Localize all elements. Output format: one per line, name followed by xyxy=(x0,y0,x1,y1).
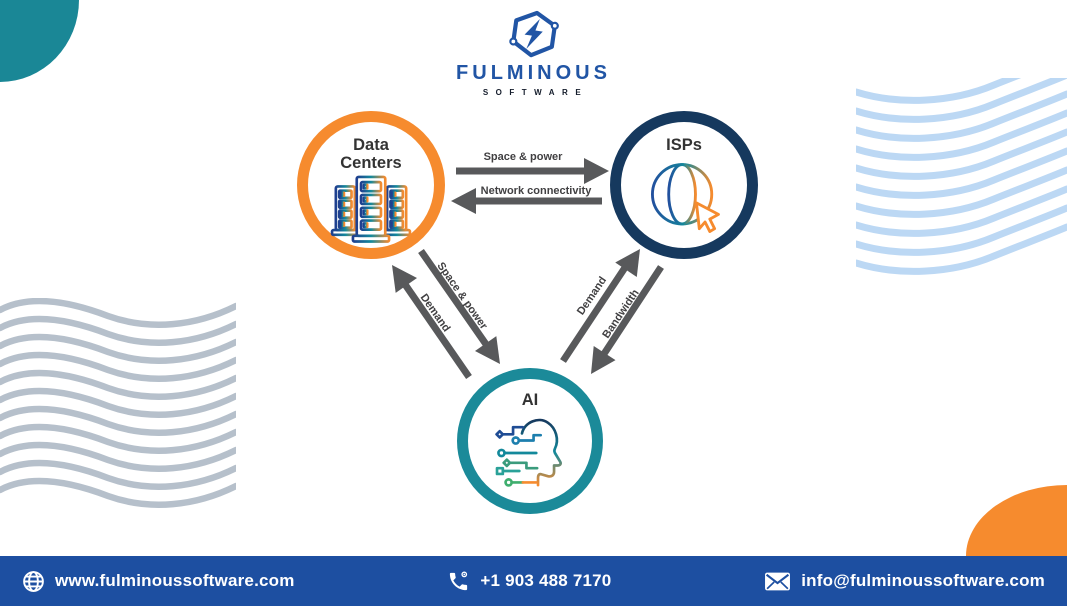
wave-pattern-right xyxy=(856,78,1067,275)
server-rack-icon xyxy=(330,175,412,243)
footer-website-text: www.fulminoussoftware.com xyxy=(55,571,295,590)
edge-label-space-power-diagonal: Space & power xyxy=(434,260,490,332)
phone-icon xyxy=(450,571,468,590)
brand-name: FULMINOUS xyxy=(456,62,611,84)
footer-phone-text: +1 903 488 7170 xyxy=(480,571,612,590)
footer-email-link[interactable]: info@fulminoussoftware.com xyxy=(764,571,1045,592)
node-isps-label: ISPs xyxy=(666,136,702,154)
envelope-icon xyxy=(765,572,791,590)
wave-pattern-left xyxy=(0,298,236,508)
brand-tagline: SOFTWARE xyxy=(482,88,589,97)
orange-corner-shape xyxy=(966,485,1067,556)
teal-corner-shape xyxy=(0,0,79,82)
globe-cursor-icon xyxy=(651,163,720,234)
brand-logo: FULMINOUS SOFTWARE xyxy=(424,10,644,97)
edge-label-network-connectivity: Network connectivity xyxy=(480,185,592,197)
edge-label-bandwidth: Bandwidth xyxy=(600,287,642,341)
footer-website-link[interactable]: www.fulminoussoftware.com xyxy=(22,570,295,593)
node-data-centers-label: Data Centers xyxy=(340,136,402,173)
edge-label-demand-right: Demand xyxy=(574,274,610,318)
node-ai: AI xyxy=(457,368,603,514)
contact-footer: www.fulminoussoftware.com +1 903 488 717… xyxy=(0,556,1067,606)
edge-label-demand-left: Demand xyxy=(417,291,453,335)
node-isps: ISPs xyxy=(610,111,758,259)
node-ai-label: AI xyxy=(521,391,539,409)
ai-head-circuit-icon xyxy=(495,419,562,488)
hexagon-lightning-bolt-icon xyxy=(508,10,559,58)
footer-email-text: info@fulminoussoftware.com xyxy=(801,571,1045,590)
footer-phone-link[interactable]: +1 903 488 7170 xyxy=(447,570,611,593)
node-data-centers: Data Centers xyxy=(297,111,445,259)
edge-label-space-power-horizontal: Space & power xyxy=(483,151,563,163)
globe-icon xyxy=(23,570,44,592)
